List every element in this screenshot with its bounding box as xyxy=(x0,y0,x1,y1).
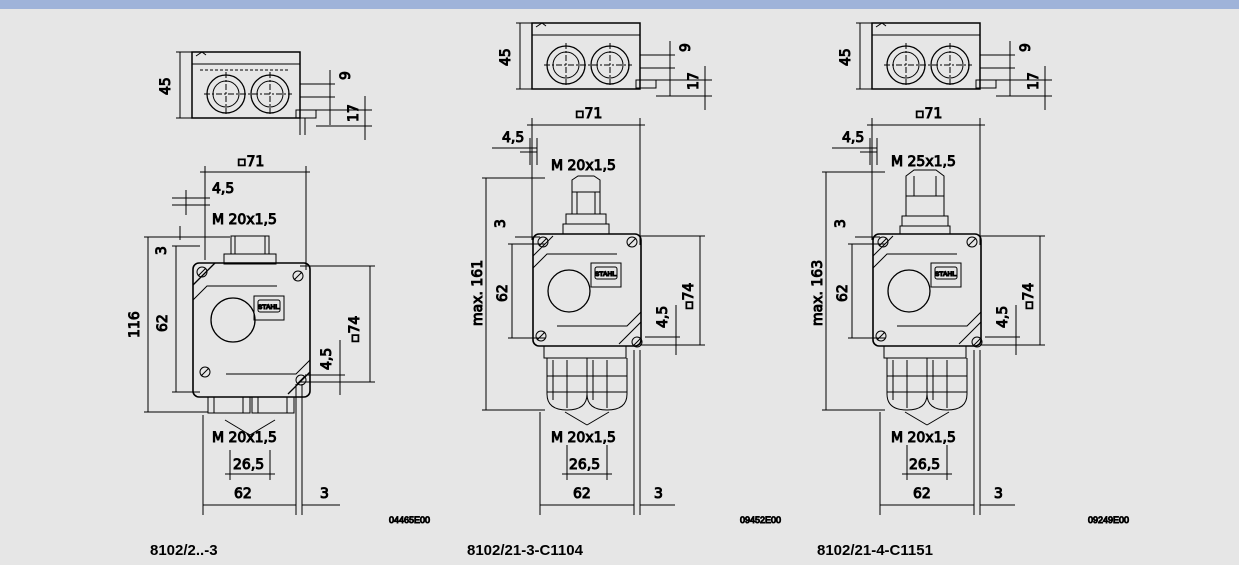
dim-62: 62 xyxy=(155,314,171,332)
model-label-1: 8102/2..-3 xyxy=(150,542,218,559)
dim-width-62: 62 xyxy=(573,486,591,502)
drawing-1: 45 9 17 xyxy=(127,51,431,526)
drawing-2: 45 9 17 xyxy=(470,22,782,526)
dim-3b: 3 xyxy=(320,486,329,502)
dim-3b: 3 xyxy=(994,486,1003,502)
dim-offset-2: 4,5 xyxy=(655,306,671,328)
front-view xyxy=(482,118,705,515)
dim-17: 17 xyxy=(1026,72,1042,90)
top-view xyxy=(856,22,1052,110)
dim-offset-2: 4,5 xyxy=(319,348,335,370)
stahl-logo: STAHL xyxy=(595,271,616,278)
dim-62: 62 xyxy=(495,284,511,302)
dim-3: 3 xyxy=(833,219,849,228)
dim-width-62: 62 xyxy=(913,486,931,502)
front-view xyxy=(822,118,1045,515)
dim-thread-top: M 25x1,5 xyxy=(891,154,956,170)
dim-height-top: 45 xyxy=(498,48,514,66)
drawing-code: 09249E00 xyxy=(1088,515,1129,525)
stahl-logo: STAHL xyxy=(258,304,279,311)
dim-square-width: ▫71 xyxy=(915,106,942,122)
dim-height-top: 45 xyxy=(158,77,174,95)
dim-offset: 4,5 xyxy=(502,130,524,146)
dim-square-side: ▫74 xyxy=(347,316,363,343)
dim-9: 9 xyxy=(338,71,354,80)
dim-height-total: max. 161 xyxy=(470,260,486,326)
dim-9: 9 xyxy=(678,43,694,52)
model-label-3: 8102/21-4-C1151 xyxy=(817,542,933,559)
dim-square-side: ▫74 xyxy=(681,283,697,310)
dim-pitch: 26,5 xyxy=(233,457,264,473)
top-view xyxy=(176,51,372,140)
drawing-code: 04465E00 xyxy=(389,515,430,525)
dim-thread-top: M 20x1,5 xyxy=(551,158,616,174)
dim-3b: 3 xyxy=(654,486,663,502)
dim-square-side: ▫74 xyxy=(1021,283,1037,310)
dim-height-top: 45 xyxy=(838,48,854,66)
dim-thread-bottom: M 20x1,5 xyxy=(551,430,616,446)
top-accent-bar xyxy=(0,0,1239,9)
front-view xyxy=(144,166,375,515)
drawing-code: 09452E00 xyxy=(740,515,781,525)
dim-offset: 4,5 xyxy=(212,181,234,197)
dim-width-62: 62 xyxy=(234,486,252,502)
dim-offset-2: 4,5 xyxy=(995,306,1011,328)
dim-3: 3 xyxy=(154,246,170,255)
dim-3: 3 xyxy=(493,219,509,228)
stahl-logo: STAHL xyxy=(935,271,956,278)
dim-17: 17 xyxy=(346,104,362,122)
dim-offset: 4,5 xyxy=(842,130,864,146)
top-view xyxy=(516,22,712,110)
model-label-2: 8102/21-3-C1104 xyxy=(467,542,583,559)
dim-thread-top: M 20x1,5 xyxy=(212,212,277,228)
dim-17: 17 xyxy=(686,72,702,90)
dim-height-total: 116 xyxy=(127,311,143,338)
dim-62: 62 xyxy=(835,284,851,302)
dim-pitch: 26,5 xyxy=(569,457,600,473)
dim-square-width: ▫71 xyxy=(575,106,602,122)
dim-thread-bottom: M 20x1,5 xyxy=(891,430,956,446)
dim-9: 9 xyxy=(1018,43,1034,52)
drawing-3: 45 9 17 xyxy=(810,22,1130,526)
dim-pitch: 26,5 xyxy=(909,457,940,473)
dim-square-width: ▫71 xyxy=(237,154,264,170)
dim-thread-bottom: M 20x1,5 xyxy=(212,430,277,446)
dim-height-total: max. 163 xyxy=(810,260,826,326)
